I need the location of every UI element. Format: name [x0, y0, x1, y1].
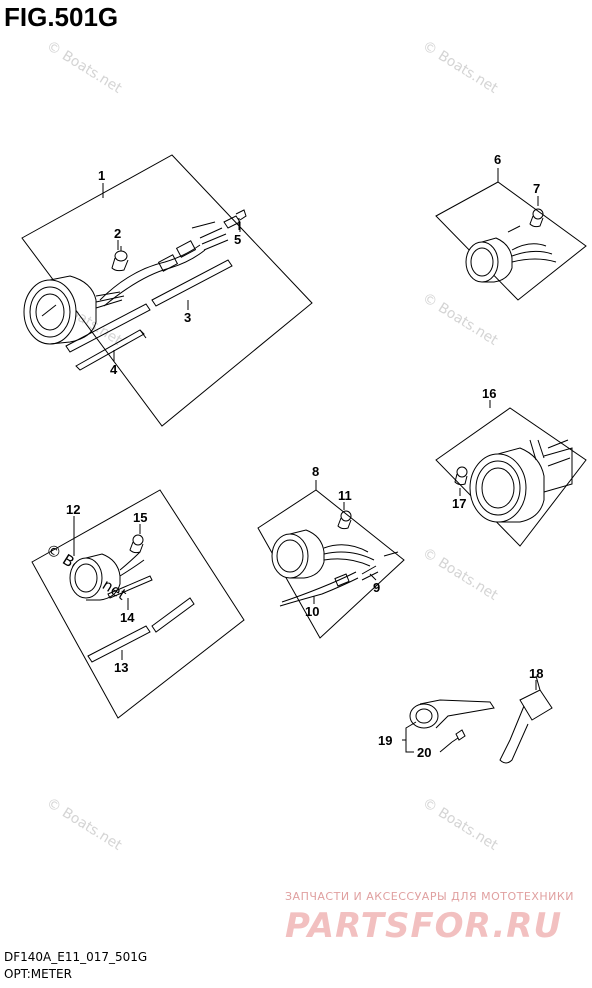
callout-1: 1 — [98, 168, 105, 183]
callout-17: 17 — [452, 496, 466, 511]
bulb-part-7 — [529, 208, 544, 228]
harness-part-10 — [279, 571, 359, 607]
callout-13: 13 — [114, 660, 128, 675]
tube-part-13 — [87, 597, 195, 663]
bulb-part-11 — [337, 510, 352, 530]
callout-9: 9 — [373, 580, 380, 595]
callout-2: 2 — [114, 226, 121, 241]
figure-code: DF140A_E11_017_501G — [4, 950, 148, 964]
screw-part-5 — [223, 209, 247, 232]
bulb-part-15 — [129, 534, 144, 554]
gauge-part-1 — [23, 221, 229, 345]
callout-15: 15 — [133, 510, 147, 525]
gauge-part-6 — [465, 225, 557, 283]
callout-7: 7 — [533, 181, 540, 196]
wire-part-9 — [361, 565, 379, 581]
callout-14: 14 — [120, 610, 135, 625]
callout-6: 6 — [494, 152, 501, 167]
advert-subtitle: ЗАПЧАСТИ И АКСЕССУАРЫ ДЛЯ МОТОТЕХНИКИ — [285, 890, 574, 903]
callout-5: 5 — [234, 232, 241, 247]
group-box-1 — [21, 154, 313, 427]
advert-brand: PARTSFOR.RU — [285, 906, 563, 946]
callout-8: 8 — [312, 464, 319, 479]
screw-part-20 — [451, 729, 466, 743]
callout-18: 18 — [529, 666, 543, 681]
bulb-part-2 — [111, 246, 129, 272]
callout-12: 12 — [66, 502, 80, 517]
gauge-part-16 — [469, 439, 573, 523]
callout-20: 20 — [417, 745, 431, 760]
tube-part-3 — [65, 259, 233, 353]
bulb-part-17 — [454, 466, 468, 486]
group-box-8 — [257, 489, 405, 639]
callout-3: 3 — [184, 310, 191, 325]
callout-11: 11 — [338, 488, 352, 503]
callout-16: 16 — [482, 386, 496, 401]
gauge-part-8 — [271, 529, 399, 579]
group-box-6 — [435, 181, 587, 301]
figure-name: OPT:METER — [4, 967, 72, 981]
tie-part-4 — [75, 329, 147, 371]
gauge-part-12 — [69, 551, 145, 601]
group-box-12 — [31, 489, 245, 719]
callout-10: 10 — [305, 604, 319, 619]
figure-title: FIG.501G — [4, 2, 119, 32]
callout-4: 4 — [110, 362, 118, 377]
housing-part-19 — [409, 699, 495, 729]
callout-19: 19 — [378, 733, 392, 748]
switch-part-18 — [499, 675, 553, 764]
tie-part-14 — [107, 575, 153, 599]
leader-lines — [73, 168, 539, 753]
